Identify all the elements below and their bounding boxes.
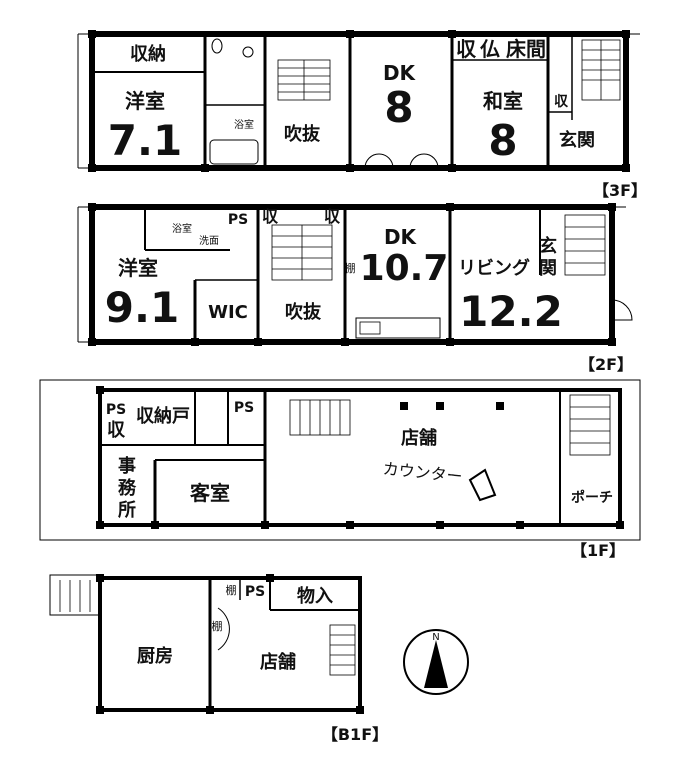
- room-entrance-1: 玄: [539, 235, 557, 257]
- room-bath-label: 浴室: [234, 118, 254, 131]
- room-entrance-2: 関: [539, 258, 557, 279]
- room-shop-label: 店舗: [260, 651, 296, 673]
- room-dk-label: DK: [384, 225, 418, 249]
- room-porch-label: ポーチ: [571, 489, 613, 506]
- floor-label-2f: 【2F】: [579, 355, 633, 374]
- room-kitchen-label: 厨房: [137, 645, 173, 667]
- room-ps-label: PS: [245, 584, 265, 600]
- room-altar-label: 仏: [480, 37, 500, 61]
- compass-north-label: N: [432, 632, 439, 643]
- floor-label-b1f: 【B1F】: [322, 725, 388, 744]
- room-storage-label: 物入: [297, 585, 333, 607]
- room-japanese-size: 8: [488, 116, 517, 165]
- room-storage-a: 収: [262, 207, 279, 226]
- floor-label-3f: 【3F】: [593, 181, 647, 200]
- room-storage-label: 収納: [130, 43, 166, 65]
- room-living-label: リビング: [458, 257, 530, 279]
- room-void-label: 吹抜: [285, 301, 322, 323]
- room-shelf-a: 棚: [226, 583, 237, 597]
- room-washroom-label: 洗面: [199, 235, 219, 247]
- room-wic-label: WIC: [208, 302, 248, 323]
- room-dk-size: 8: [384, 83, 413, 132]
- room-alcove-label: 床間: [506, 37, 546, 61]
- room-dk-label: DK: [383, 61, 417, 85]
- room-ps-left: PS: [106, 402, 126, 418]
- room-western-size: 9.1: [105, 283, 179, 332]
- room-counter-label: カウンター: [382, 459, 464, 486]
- compass: N: [403, 629, 469, 695]
- room-storage-small: 収: [554, 93, 569, 110]
- room-void-label: 吹抜: [284, 123, 321, 145]
- room-guest-label: 客室: [189, 481, 230, 505]
- room-shelf-label: 棚: [345, 261, 356, 275]
- room-ps-right: PS: [234, 400, 254, 416]
- room-japanese-label: 和室: [483, 89, 523, 113]
- room-storage-3f: 収: [456, 37, 477, 61]
- room-shop-label: 店舗: [401, 427, 437, 449]
- room-storage-closet: 収納戸: [136, 405, 190, 427]
- north-arrow-icon: [424, 640, 448, 688]
- floor-1f: PS 収 収納戸 PS 事 務 所 客室 店舗 カウンター ポーチ 【1F】: [39, 379, 641, 560]
- room-western-label: 洋室: [118, 256, 158, 280]
- room-storage-left: 収: [107, 420, 126, 441]
- room-storage-b: 収: [324, 207, 341, 226]
- room-bath-label: 浴室: [172, 222, 192, 235]
- room-western-label: 洋室: [125, 89, 165, 113]
- room-entrance-label: 玄関: [559, 129, 595, 151]
- room-ps-label: PS: [228, 212, 248, 228]
- floor-3f: 収納 洋室 7.1 浴室 吹抜 DK 8 収 仏 床間 和室 8 収 玄関 【3…: [77, 30, 647, 200]
- room-dk-size: 10.7: [360, 248, 449, 289]
- room-living-size: 12.2: [459, 287, 563, 336]
- floor-label-1f: 【1F】: [571, 541, 625, 560]
- floor-b1f: 厨房 棚 PS 物入 棚 店舗 【B1F】: [49, 574, 388, 744]
- room-office-2: 務: [118, 477, 137, 499]
- floor-2f: 浴室 洗面 PS 収 収 洋室 9.1 WIC 吹抜 棚 DK 10.7 リビン…: [77, 203, 633, 374]
- room-shelf-b: 棚: [212, 619, 223, 633]
- room-office-1: 事: [118, 455, 136, 477]
- room-office-3: 所: [118, 500, 136, 521]
- room-western-size: 7.1: [108, 116, 182, 165]
